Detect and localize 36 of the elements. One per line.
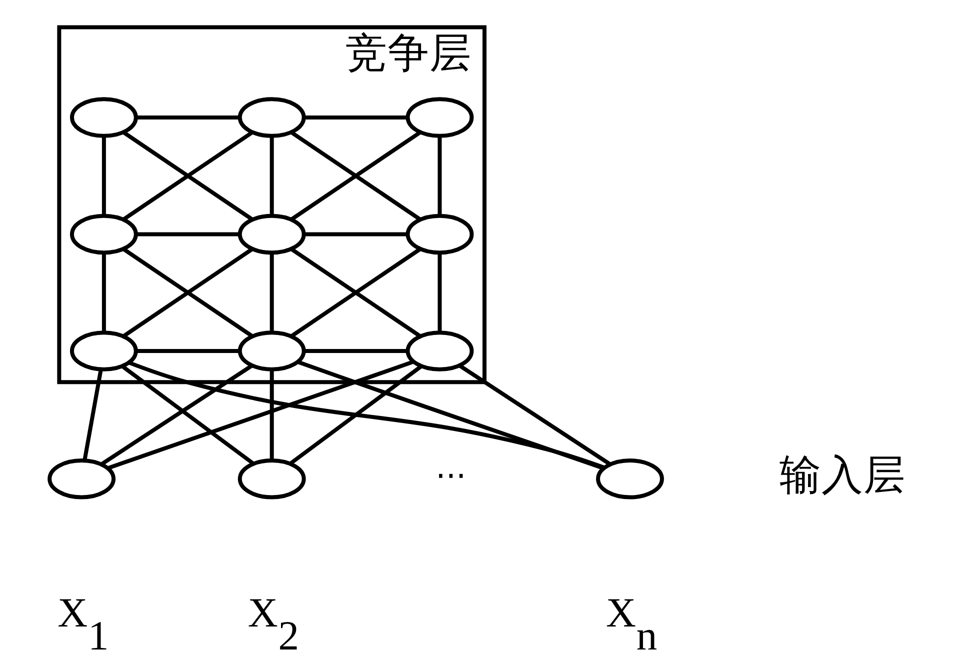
connector (101, 136, 106, 216)
connector (106, 360, 414, 470)
connector (296, 360, 604, 470)
connector (82, 369, 102, 461)
label: 输入层 (779, 450, 906, 499)
connector (269, 253, 274, 332)
connector (437, 253, 442, 332)
connector (136, 348, 239, 353)
node-circle (47, 458, 116, 500)
node-circle (69, 97, 138, 138)
node-circle (237, 330, 306, 372)
connector (437, 136, 442, 216)
node-circle (405, 97, 474, 138)
node-circle (237, 458, 306, 500)
connector (458, 364, 610, 466)
node-circle (405, 330, 474, 372)
node-circle (237, 214, 306, 255)
connector (120, 364, 254, 466)
node-circle (405, 214, 474, 255)
connector (269, 136, 274, 216)
node-circle (237, 97, 306, 138)
node-circle (69, 330, 138, 372)
connector (100, 364, 252, 466)
connector (269, 369, 274, 460)
connector (136, 232, 239, 236)
connector (136, 116, 239, 120)
label: ··· (435, 456, 466, 495)
connector (303, 232, 407, 236)
connector (128, 360, 604, 470)
connector (303, 348, 407, 353)
connector (101, 253, 106, 332)
node-circle (69, 214, 138, 255)
connector (288, 364, 422, 466)
node-circle (596, 458, 664, 500)
connector (303, 116, 407, 120)
cluster: 竞争层 (56, 25, 486, 384)
